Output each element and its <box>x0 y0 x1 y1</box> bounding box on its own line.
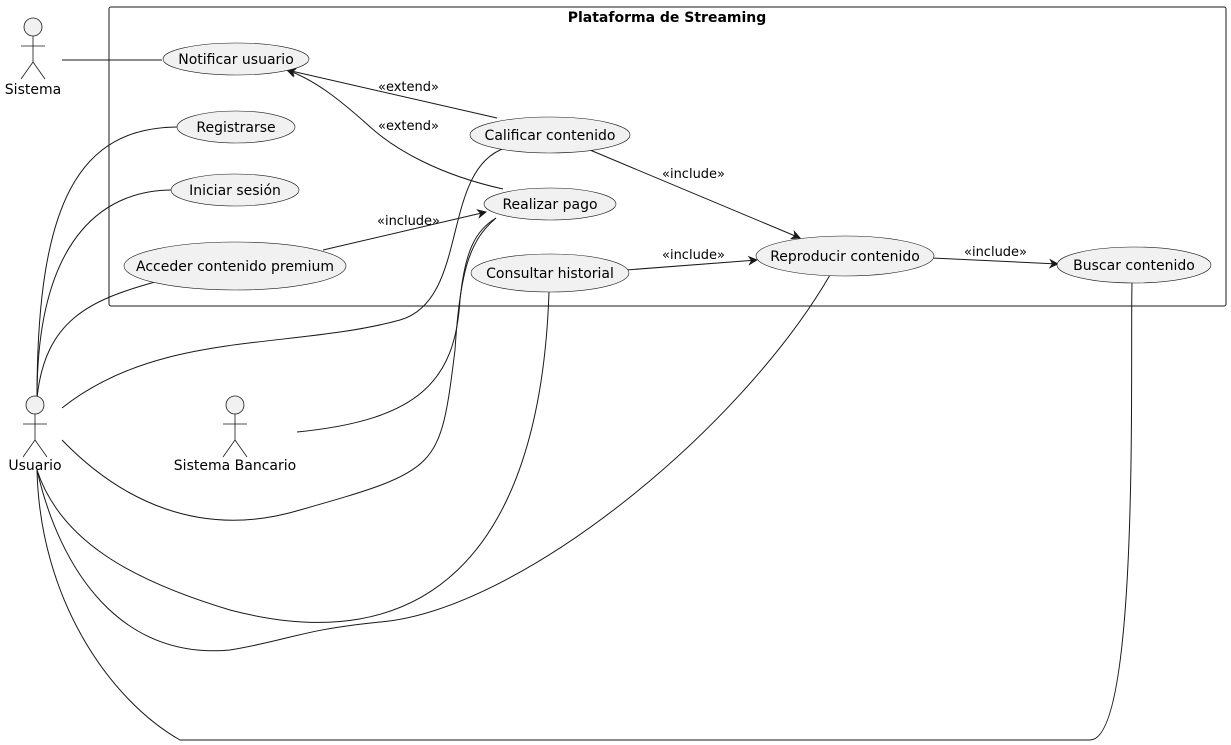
dependencies <box>286 67 1059 271</box>
use-case-premium-label: Acceder contenido premium <box>136 259 334 275</box>
include-calificar-reproducir <box>589 149 801 240</box>
include-historial-reproducir <box>625 255 758 271</box>
use-case-iniciar-sesion[interactable]: Iniciar sesión <box>170 173 300 207</box>
use-case-reproducir[interactable]: Reproducir contenido <box>755 235 935 277</box>
label-include-premium: «include» <box>377 214 440 229</box>
label-include-historial: «include» <box>662 248 725 263</box>
use-case-registrarse[interactable]: Registrarse <box>176 110 296 144</box>
actor-sistema-bancario-label: Sistema Bancario <box>174 458 296 474</box>
actor-sistema-bancario[interactable]: Sistema Bancario <box>174 395 296 474</box>
use-case-registrarse-label: Registrarse <box>196 120 275 136</box>
actor-usuario[interactable]: Usuario <box>8 395 62 474</box>
actor-sistema[interactable]: Sistema <box>5 17 61 98</box>
association-usuario-iniciar <box>36 189 173 399</box>
extend-pago-notificar <box>286 68 504 190</box>
use-case-premium[interactable]: Acceder contenido premium <box>123 241 347 291</box>
association-usuario-pago <box>61 217 497 521</box>
include-premium-pago <box>322 209 487 251</box>
use-case-calificar[interactable]: Calificar contenido <box>469 116 631 154</box>
system-boundary <box>108 6 1227 307</box>
include-reproducir-buscar <box>931 257 1059 269</box>
label-include-reproducir: «include» <box>964 245 1027 260</box>
association-usuario-buscar <box>36 282 1133 741</box>
use-case-iniciar-sesion-label: Iniciar sesión <box>189 183 281 199</box>
association-usuario-reproducir <box>36 274 831 652</box>
use-case-notificar[interactable]: Notificar usuario <box>162 42 310 76</box>
label-extend-calificar: «extend» <box>378 80 439 95</box>
association-usuario-registrarse <box>36 126 178 399</box>
extend-calificar-notificar <box>286 67 498 119</box>
use-case-historial-label: Consultar historial <box>486 266 614 282</box>
association-bancario-pago <box>296 217 497 433</box>
actor-sistema-label: Sistema <box>5 82 61 98</box>
use-case-realizar-pago[interactable]: Realizar pago <box>483 187 617 221</box>
association-usuario-historial <box>36 291 550 623</box>
use-case-reproducir-label: Reproducir contenido <box>770 249 920 265</box>
association-usuario-premium <box>36 281 156 399</box>
association-usuario-calificar <box>61 147 506 409</box>
boundary-title: Plataforma de Streaming <box>568 10 767 26</box>
use-case-notificar-label: Notificar usuario <box>178 52 294 68</box>
use-case-historial[interactable]: Consultar historial <box>470 253 630 293</box>
use-case-buscar-label: Buscar contenido <box>1073 258 1195 274</box>
associations <box>36 59 1133 741</box>
label-include-calificar: «include» <box>662 167 725 182</box>
use-case-buscar[interactable]: Buscar contenido <box>1056 246 1212 284</box>
use-case-realizar-pago-label: Realizar pago <box>502 197 597 213</box>
use-case-calificar-label: Calificar contenido <box>485 128 616 144</box>
label-extend-pago: «extend» <box>378 119 439 134</box>
actor-usuario-label: Usuario <box>8 458 61 474</box>
